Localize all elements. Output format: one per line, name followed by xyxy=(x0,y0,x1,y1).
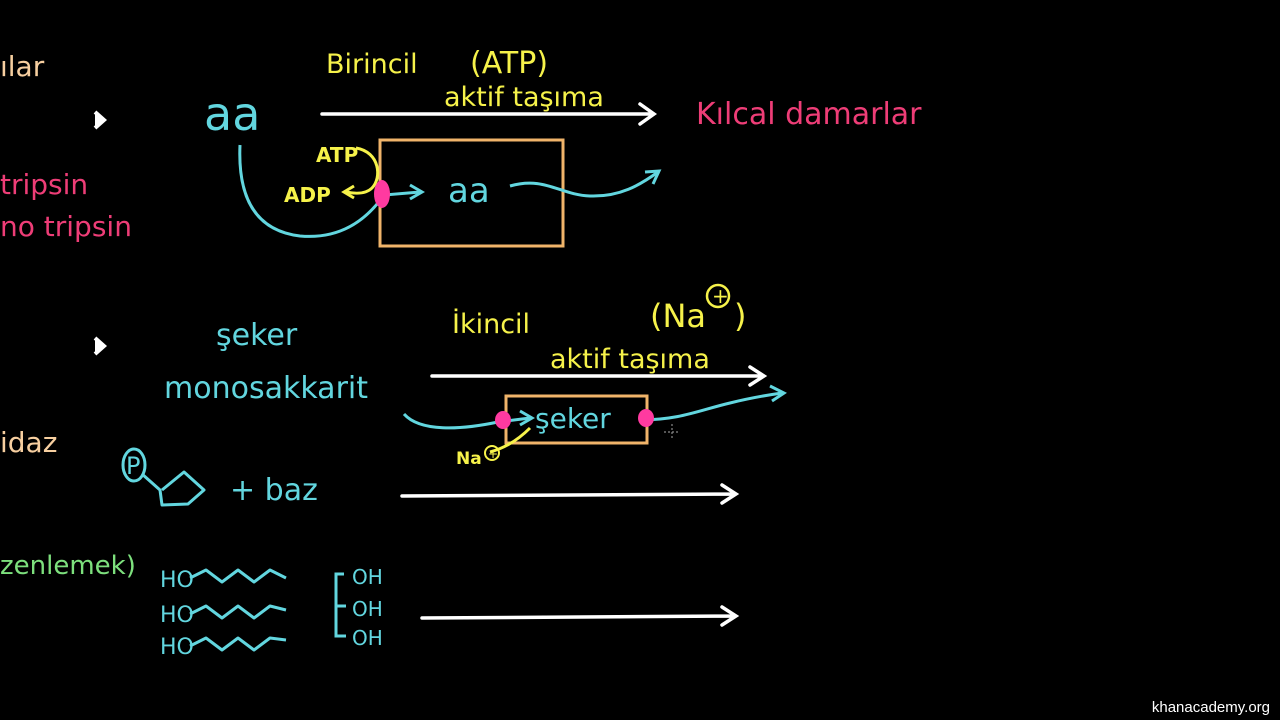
oh-label-1: OH xyxy=(352,565,383,589)
oh-label-3: OH xyxy=(352,626,383,650)
secondary-na-paren: (Na xyxy=(650,297,706,335)
bullet-arrow-1 xyxy=(93,110,108,130)
fatty-acid-chain-3 xyxy=(189,636,287,652)
bullet-arrow-2 xyxy=(93,336,108,356)
aa-exit-path xyxy=(509,170,659,198)
atp-adp-arrowhead xyxy=(341,184,355,200)
capillaries-label: Kılcal damarlar xyxy=(696,97,922,132)
fatty-acid-chain-1 xyxy=(189,568,287,584)
secondary-na-charge: + xyxy=(712,284,729,308)
left-idaz-label: idaz xyxy=(0,426,57,459)
primary-atp-paren: (ATP) xyxy=(470,46,548,81)
left-kimotripsin-label: no tripsin xyxy=(0,210,132,243)
primary-title: Birincil xyxy=(326,49,418,80)
secondary-subtitle: aktif taşıma xyxy=(550,344,710,375)
fatty-acid-chain-2 xyxy=(189,604,287,620)
na-small-label: Na xyxy=(456,449,482,469)
na-small-charge-circle xyxy=(484,445,500,461)
phosphate-circle xyxy=(121,447,147,483)
ribose-ring xyxy=(141,470,206,507)
sugar-entry-arrowhead xyxy=(519,409,535,427)
primary-subtitle: aktif taşıma xyxy=(444,82,604,113)
primary-aa-left: aa xyxy=(204,87,260,141)
ho-label-1: HO xyxy=(160,568,194,593)
secondary-pump-left xyxy=(495,411,511,429)
oh-label-2: OH xyxy=(352,597,383,621)
nucleotide-arrow xyxy=(400,483,740,505)
atp-adp-curve xyxy=(345,146,380,195)
aa-in-cell: aa xyxy=(448,171,490,211)
watermark-label: khanacademy.org xyxy=(1151,699,1270,716)
secondary-na-charge-circle xyxy=(705,283,731,309)
aa-exit-arrowhead xyxy=(644,169,662,185)
ho-label-3: HO xyxy=(160,635,194,660)
left-tripsin-label: tripsin xyxy=(0,168,88,201)
plus-baz-label: + baz xyxy=(230,473,318,508)
secondary-pump-right xyxy=(638,409,654,427)
na-small-charge: + xyxy=(488,447,498,461)
secondary-arrow xyxy=(430,365,768,387)
lipid-arrow xyxy=(420,605,740,627)
na-curve xyxy=(489,426,532,454)
seker-in-cell: şeker xyxy=(535,402,611,435)
secondary-na-paren-close: ) xyxy=(734,297,746,335)
aa-entry-path xyxy=(238,144,421,238)
sugar-entry-path xyxy=(402,412,531,430)
sugar-exit-path xyxy=(639,391,783,422)
adp-small-label: ADP xyxy=(284,183,331,207)
monosakkarit-label: monosakkarit xyxy=(164,371,368,406)
seker-label: şeker xyxy=(216,318,298,353)
secondary-title: İkincil xyxy=(452,308,530,340)
phosphate-label: P xyxy=(126,452,140,480)
glycerol-backbone xyxy=(334,572,346,638)
aa-entry-arrowhead xyxy=(409,183,425,201)
sugar-exit-arrowhead xyxy=(769,384,787,403)
primary-arrow xyxy=(320,102,658,126)
primary-pump xyxy=(374,180,390,208)
atp-small-label: ATP xyxy=(316,143,358,167)
cursor-crosshair xyxy=(664,424,680,440)
left-lar-label: ılar xyxy=(0,50,45,83)
left-duzenlemek-label: zenlemek) xyxy=(0,551,136,581)
ho-label-2: HO xyxy=(160,603,194,628)
